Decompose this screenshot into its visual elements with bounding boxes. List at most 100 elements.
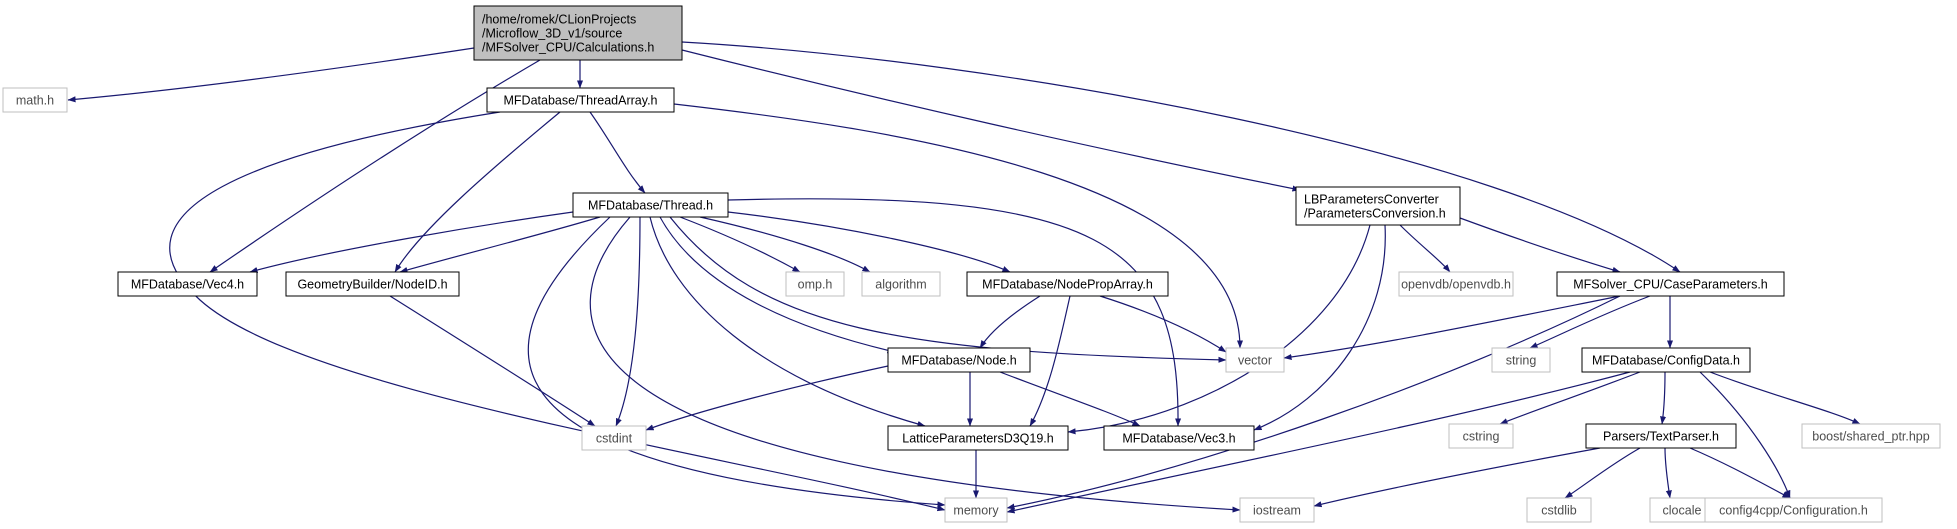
node-box: [117, 271, 258, 297]
node-label: openvdb/openvdb.h: [1401, 278, 1511, 292]
node-box: [285, 271, 460, 297]
edge-thread-to-nodeproparray: [727, 211, 1011, 273]
node-box: [1801, 423, 1941, 449]
node-label: MFDatabase/Vec4.h: [131, 278, 244, 292]
edge-nodeproparray-to-vector: [1099, 295, 1227, 353]
node-lattice[interactable]: LatticeParametersD3Q19.h: [887, 425, 1069, 451]
edge-arrow: [1689, 447, 1791, 499]
edge-arrow: [1253, 224, 1386, 431]
edge-caseparams-to-vector: [1283, 295, 1621, 360]
edge-arrow: [681, 49, 1301, 192]
edge-arrow: [399, 216, 601, 273]
node-box: [887, 347, 1031, 373]
edge-arrow: [1529, 295, 1651, 349]
edge-arrow: [1067, 224, 1371, 435]
edge-lbparams-to-caseparams: [1459, 217, 1621, 273]
edge-caseparams-to-memory: [1006, 295, 1621, 510]
node-label: cstring: [1463, 430, 1500, 444]
edge-arrow: [1006, 295, 1621, 510]
edge-arrow: [1006, 371, 1631, 514]
edge-configdata-to-cstring: [1499, 371, 1641, 425]
edge-thread-to-vec3: [727, 198, 1182, 427]
node-box: [572, 192, 729, 218]
edge-arrow: [1399, 224, 1451, 273]
node-box: [1239, 497, 1315, 523]
node-label: /Microflow_3D_v1/source: [482, 27, 622, 41]
edge-nodeproparray-to-lattice: [1029, 295, 1071, 427]
node-threadarray[interactable]: MFDatabase/ThreadArray.h: [486, 87, 675, 113]
edge-configdata-to-textparser: [1660, 371, 1667, 425]
node-cstdint: cstdint: [581, 425, 647, 451]
edge-thread-to-lattice: [649, 216, 926, 427]
edge-calc-to-caseparams: [681, 41, 1681, 273]
node-textparser[interactable]: Parsers/TextParser.h: [1585, 423, 1737, 449]
edge-arrow: [681, 41, 1681, 273]
edge-calc-to-lbparams: [681, 49, 1301, 192]
edge-lbparams-to-lattice: [1067, 224, 1371, 435]
edge-threadarray-to-memory: [169, 111, 946, 512]
node-box: [581, 425, 647, 451]
edge-thread-to-cstdint: [615, 216, 641, 427]
node-label: config4cpp/Configuration.h: [1719, 504, 1868, 518]
node-label: Parsers/TextParser.h: [1603, 430, 1719, 444]
edge-caseparams-to-string: [1529, 295, 1651, 349]
edge-arrow: [249, 211, 574, 273]
node-box: [1649, 497, 1715, 523]
edge-arrow: [615, 216, 641, 427]
node-config4cpp: config4cpp/Configuration.h: [1704, 497, 1883, 523]
node-box: [486, 87, 675, 113]
edge-lbparams-to-openvdb: [1399, 224, 1451, 273]
node-mfnode[interactable]: MFDatabase/Node.h: [887, 347, 1031, 373]
edge-arrow: [699, 216, 871, 273]
node-box: [1398, 271, 1514, 297]
edge-arrow: [394, 111, 561, 273]
node-box: [966, 271, 1169, 297]
edge-textparser-to-cstdlib: [1564, 447, 1641, 499]
nodes-layer: /home/romek/CLionProjects/Microflow_3D_v…: [2, 5, 1941, 523]
node-label: memory: [953, 504, 999, 518]
edge-arrow: [1313, 447, 1601, 508]
edges-layer: [67, 41, 1861, 514]
edge-arrow: [659, 216, 896, 354]
node-label: string: [1506, 354, 1537, 368]
node-box: [785, 271, 845, 297]
edge-arrow: [679, 216, 801, 273]
node-label: /home/romek/CLionProjects: [482, 13, 636, 27]
node-lbparams[interactable]: LBParametersConverter/ParametersConversi…: [1295, 186, 1461, 226]
node-label: LatticeParametersD3Q19.h: [902, 432, 1054, 446]
edge-thread-to-mfnode: [659, 216, 896, 354]
node-box: [1526, 497, 1592, 523]
node-caseparams[interactable]: MFSolver_CPU/CaseParameters.h: [1556, 271, 1785, 297]
node-label: MFDatabase/NodePropArray.h: [982, 278, 1153, 292]
node-openvdb: openvdb/openvdb.h: [1398, 271, 1514, 297]
node-box: [1103, 425, 1255, 451]
edge-nodeid-to-cstdint: [389, 295, 596, 427]
edge-arrow: [1029, 295, 1071, 427]
node-thread[interactable]: MFDatabase/Thread.h: [572, 192, 729, 218]
node-nodeid[interactable]: GeometryBuilder/NodeID.h: [285, 271, 460, 297]
edge-arrow: [1660, 371, 1667, 425]
node-box: [1581, 347, 1751, 373]
node-memory: memory: [944, 497, 1008, 523]
edge-thread-to-vec4: [249, 211, 574, 273]
node-label: MFDatabase/Vec3.h: [1122, 432, 1235, 446]
node-vec3[interactable]: MFDatabase/Vec3.h: [1103, 425, 1255, 451]
edge-arrow: [727, 198, 1182, 427]
edge-arrow: [389, 295, 596, 427]
node-label: clocale: [1663, 504, 1702, 518]
node-configdata[interactable]: MFDatabase/ConfigData.h: [1581, 347, 1751, 373]
node-nodeproparray[interactable]: MFDatabase/NodePropArray.h: [966, 271, 1169, 297]
node-label: /MFSolver_CPU/Calculations.h: [482, 41, 654, 55]
edge-arrow: [527, 216, 946, 508]
edge-arrow: [999, 371, 1141, 427]
edge-lbparams-to-vec3: [1253, 224, 1386, 431]
node-cstdlib: cstdlib: [1526, 497, 1592, 523]
edge-threadarray-to-thread: [589, 111, 646, 194]
node-box: [473, 5, 683, 61]
node-algorithm: algorithm: [861, 271, 941, 297]
edge-nodeproparray-to-mfnode: [979, 295, 1041, 349]
node-calc[interactable]: /home/romek/CLionProjects/Microflow_3D_v…: [473, 5, 683, 61]
node-vec4[interactable]: MFDatabase/Vec4.h: [117, 271, 258, 297]
